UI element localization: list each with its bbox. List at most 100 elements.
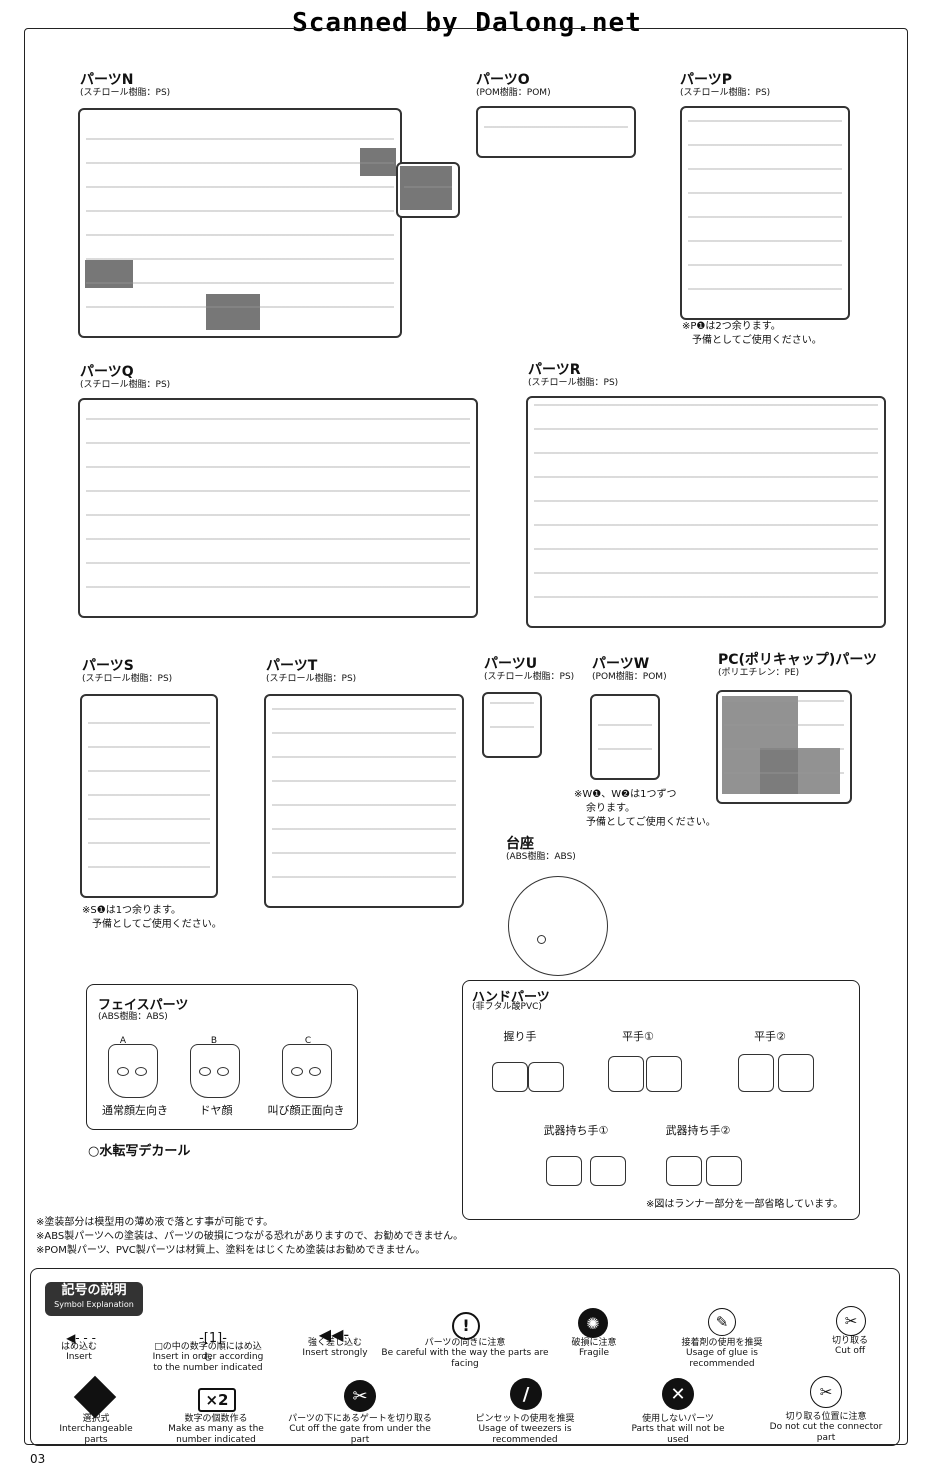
tweezers-icon: / — [510, 1378, 542, 1410]
symbol-title-en: Symbol Explanation — [54, 1300, 134, 1309]
hand-weapon1-right-icon — [590, 1156, 626, 1186]
hand-open1-left-icon — [608, 1056, 644, 1092]
face-parts-box — [86, 984, 358, 1130]
glue-en: Usage of glue is recommended — [686, 1348, 758, 1369]
facing-caution-icon: ! — [452, 1312, 480, 1340]
tweezers-jp: ピンセットの使用を推奨 — [475, 1414, 575, 1424]
note-1: ※塗装部分は模型用の薄め液で落とす事が可能です。 — [36, 1217, 274, 1228]
fragile-icon: ✺ — [578, 1308, 608, 1338]
hand-fist-right-icon — [528, 1062, 564, 1092]
part-o-material: (POM樹脂：POM) — [476, 88, 551, 98]
face-b-icon — [190, 1044, 240, 1098]
part-n-material: (スチロール樹脂：PS) — [80, 88, 171, 98]
part-w-note-3: 予備としてご使用ください。 — [586, 817, 716, 828]
part-t-label: パーツT — [266, 658, 318, 674]
connector-cut-en: Do not cut the connector part — [769, 1422, 883, 1443]
watermark: Scanned by Dalong.net — [292, 8, 642, 38]
face-a-name: 通常顔左向き — [102, 1104, 168, 1117]
not-used-en: Parts that will not be used — [631, 1424, 725, 1445]
multiply-count-icon: ×2 — [198, 1388, 236, 1412]
connector-cut-icon: ✂ — [810, 1376, 842, 1408]
sprue-t — [264, 694, 464, 908]
part-q-label: パーツQ — [80, 364, 134, 380]
base-material: (ABS樹脂：ABS) — [506, 852, 576, 862]
hand-weapon2-right-icon — [706, 1156, 742, 1186]
insert-order-symbol-en: Insert in order according to the number … — [152, 1352, 264, 1373]
sprue-p — [680, 106, 850, 320]
part-r-label: パーツR — [528, 362, 581, 378]
insert-symbol-jp: はめ込む — [60, 1342, 97, 1352]
face-a-icon — [108, 1044, 158, 1098]
hand-parts-title: ハンドパーツ — [472, 990, 550, 1005]
facing-caution-en: Be careful with the way the parts are fa… — [381, 1348, 549, 1369]
insert-strongly-symbol-icon: ◀◀- — [318, 1324, 350, 1344]
face-c-name: 叫び顔正面向き — [267, 1104, 345, 1117]
hand-4-label: 武器持ち手① — [543, 1124, 609, 1137]
part-q-material: (スチロール樹脂：PS) — [80, 380, 171, 390]
part-r-material: (スチロール樹脂：PS) — [528, 378, 619, 388]
page-number: 03 — [30, 1452, 46, 1466]
glue-icon: ✎ — [708, 1308, 736, 1336]
part-w-note-2: 余ります。 — [586, 803, 635, 814]
sprue-n-extension — [396, 162, 460, 218]
part-pc-label: PC(ポリキャップ)パーツ — [718, 652, 878, 668]
decal-label: ○水転写デカール — [88, 1144, 191, 1159]
sprue-s — [80, 694, 218, 898]
cut-gate-en: Cut off the gate from under the part — [289, 1424, 431, 1445]
interchangeable-en: Interchangeable parts — [59, 1424, 133, 1445]
sprue-u — [482, 692, 542, 758]
symbol-explanation-box — [30, 1268, 900, 1446]
insert-strongly-symbol-jp: 強く差し込む — [307, 1338, 362, 1348]
sprue-w — [590, 694, 660, 780]
part-p-note-2: 予備としてご使用ください。 — [692, 335, 822, 346]
part-s-label: パーツS — [82, 658, 134, 674]
hand-weapon2-left-icon — [666, 1156, 702, 1186]
note-3: ※POM製パーツ、PVC製パーツは材質上、塗料をはじくため塗装はお勧めできません… — [36, 1245, 426, 1256]
glue-jp: 接着剤の使用を推奨 — [681, 1338, 763, 1348]
not-used-jp: 使用しないパーツ — [642, 1414, 714, 1424]
face-a-tag: A — [119, 1036, 127, 1046]
part-p-material: (スチロール樹脂：PS) — [680, 88, 771, 98]
part-t-material: (スチロール樹脂：PS) — [266, 674, 357, 684]
part-s-note-2: 予備としてご使用ください。 — [92, 919, 222, 930]
symbol-explanation-title: 記号の説明 Symbol Explanation — [45, 1282, 143, 1316]
fragile-jp: 破損に注意 — [571, 1338, 617, 1348]
note-2: ※ABS製パーツへの塗装は、パーツの破損につながる恐れがありますので、お勧めでき… — [36, 1231, 464, 1242]
sprue-r — [526, 396, 886, 628]
hand-5-label: 武器持ち手② — [665, 1124, 731, 1137]
cut-off-en: Cut off — [834, 1346, 866, 1356]
sprue-q — [78, 398, 478, 618]
facing-caution-jp: パーツの向きに注意 — [424, 1338, 506, 1348]
part-u-label: パーツU — [484, 656, 538, 672]
part-pc-material: (ポリエチレン：PE) — [718, 668, 800, 678]
tweezers-en: Usage of tweezers is recommended — [478, 1424, 572, 1445]
fragile-en: Fragile — [579, 1348, 609, 1358]
insert-symbol-en: Insert — [66, 1352, 92, 1362]
sprue-n — [78, 108, 402, 338]
part-w-note-1: ※W❶、W❷は1つずつ — [574, 789, 677, 800]
interchangeable-jp: 選択式 — [82, 1414, 110, 1424]
sprue-pc — [716, 690, 852, 804]
part-n-label: パーツN — [80, 72, 134, 88]
face-c-icon — [282, 1044, 332, 1098]
hand-2-label: 平手① — [622, 1030, 654, 1043]
part-s-note-1: ※S❶は1つ余ります。 — [82, 905, 182, 916]
multiply-count-jp: 数字の個数作る — [184, 1414, 248, 1424]
part-w-material: (POM樹脂：POM) — [592, 672, 667, 682]
insert-strongly-symbol-en: Insert strongly — [302, 1348, 368, 1358]
face-b-tag: B — [210, 1036, 218, 1046]
hand-parts-note: ※図はランナー部分を一部省略しています。 — [646, 1199, 844, 1210]
base-stand-disc — [508, 876, 608, 976]
base-label: 台座 — [506, 836, 534, 852]
part-u-material: (スチロール樹脂：PS) — [484, 672, 575, 682]
cut-gate-jp: パーツの下にあるゲートを切り取る — [288, 1414, 432, 1424]
cut-off-jp: 切り取る — [831, 1336, 868, 1346]
connector-cut-jp: 切り取る位置に注意 — [785, 1412, 867, 1422]
symbol-title-jp: 記号の説明 — [61, 1283, 127, 1298]
page-frame — [24, 28, 908, 1445]
hand-3-label: 平手② — [754, 1030, 786, 1043]
part-w-label: パーツW — [592, 656, 650, 672]
face-c-tag: C — [304, 1036, 312, 1046]
part-s-material: (スチロール樹脂：PS) — [82, 674, 173, 684]
hand-weapon1-left-icon — [546, 1156, 582, 1186]
